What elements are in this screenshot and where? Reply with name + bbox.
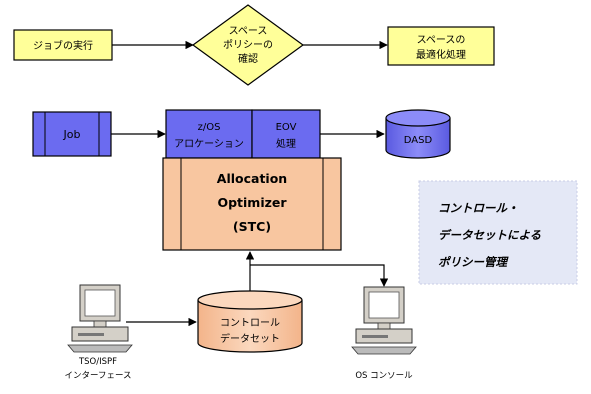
tso-label-line2: インターフェース	[64, 371, 131, 381]
arrow-to-os-console	[250, 264, 389, 287]
job-exec-box: ジョブの実行	[13, 29, 113, 61]
job-box: Job	[32, 111, 112, 157]
policy-note: コントロール・ データセットによる ポリシー管理	[418, 180, 578, 285]
policy-check-line1: スペース	[229, 26, 268, 37]
control-dataset-line1: コントロール	[220, 318, 280, 329]
eov-label-line2: 処理	[276, 137, 296, 150]
policy-note-line1: コントロール・	[438, 201, 519, 215]
optimizer-line2: Optimizer	[217, 195, 287, 210]
policy-note-line3: ポリシー管理	[438, 255, 509, 269]
tso-terminal-icon	[67, 284, 133, 353]
control-dataset-line2: データセット	[220, 332, 280, 345]
policy-note-line2: データセットによる	[438, 228, 542, 242]
eov-box: EOV 処理	[251, 109, 321, 159]
mvs-label-line1: z/OS	[198, 122, 221, 133]
mvs-allocation-box: z/OS アロケーション	[165, 109, 253, 159]
space-optimize-box: スペースの 最適化処理	[387, 26, 495, 66]
optimizer-line3: (STC)	[233, 219, 271, 234]
policy-check-line2: ポリシーの	[223, 39, 273, 51]
os-console-icon	[351, 286, 417, 355]
mvs-label-line2: アロケーション	[174, 138, 244, 150]
control-dataset-cylinder: コントロール データセット	[197, 290, 303, 353]
job-exec-label: ジョブの実行	[33, 39, 93, 52]
os-console-label: OS コンソール	[355, 371, 413, 381]
space-optimize-line1: スペースの	[417, 35, 466, 46]
dasd-cylinder: DASD	[385, 109, 451, 159]
allocation-optimizer-box: Allocation Optimizer (STC)	[162, 157, 342, 251]
policy-check-line3: 確認	[238, 52, 258, 65]
space-optimize-line2: 最適化処理	[416, 48, 466, 61]
eov-label-line1: EOV	[276, 122, 297, 133]
tso-label-line1: TSO/ISPF	[78, 357, 117, 367]
job-label: Job	[63, 128, 81, 141]
optimizer-line1: Allocation	[217, 171, 287, 186]
dasd-label: DASD	[404, 135, 433, 146]
policy-check-diamond: スペース ポリシーの 確認	[191, 4, 305, 86]
